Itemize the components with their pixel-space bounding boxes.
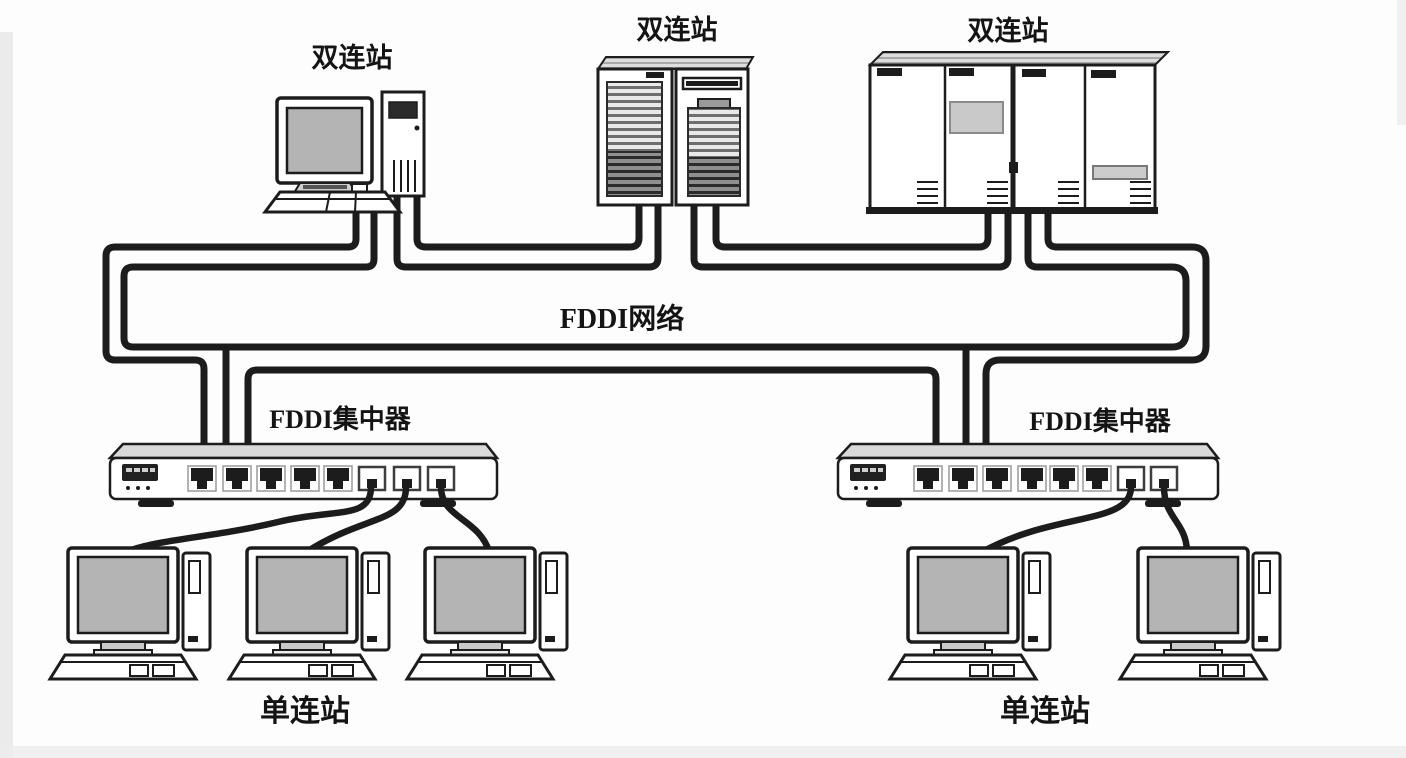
concentrator-left-led-panel — [122, 464, 158, 490]
ring-inner-servers-to-cabinets — [690, 203, 1012, 271]
drop-cable-3 — [437, 483, 493, 555]
servers-top-face — [596, 56, 755, 70]
label-concentrator-right: FDDI集中器 — [1029, 406, 1172, 436]
concentrator-left-top-face — [107, 442, 500, 460]
concentrator-right-top-face — [835, 442, 1221, 460]
single-station-pc-3 — [405, 546, 569, 681]
dual-station-workstation — [262, 90, 426, 214]
label-concentrator-left: FDDI集中器 — [269, 404, 412, 434]
cabinet-display-panel — [949, 101, 1004, 134]
label-dual-station-2: 双连站 — [637, 14, 718, 45]
ring-outer-left-segment — [102, 211, 360, 448]
single-station-pc-2 — [227, 546, 391, 681]
concentrator-right-led-panel — [850, 464, 886, 490]
single-station-pc-5 — [1118, 546, 1282, 681]
fddi-dual-ring — [102, 194, 1210, 448]
drop-cable-5 — [1160, 483, 1191, 555]
single-station-pc-1 — [48, 546, 212, 681]
drop-cable-1 — [125, 483, 375, 555]
scan-edge-left — [0, 32, 13, 758]
label-single-station-right: 单连站 — [1000, 695, 1090, 728]
server-left — [596, 67, 674, 207]
drop-cable-4 — [980, 483, 1135, 555]
label-single-station-left: 单连站 — [260, 695, 350, 728]
ring-outer-bottom-middle — [244, 366, 940, 448]
scan-edge-bottom — [0, 746, 1406, 758]
label-fddi-network: FDDI网络 — [560, 302, 684, 335]
cabinet-vents — [917, 181, 1151, 204]
workstation-tower — [380, 90, 426, 198]
cabinet-slot — [1092, 165, 1148, 180]
ring-outer-pc-to-servers — [413, 194, 643, 251]
concentrator-left — [107, 442, 500, 507]
dual-station-servers — [596, 56, 755, 207]
label-dual-station-1: 双连站 — [312, 42, 393, 73]
label-dual-station-3: 双连站 — [968, 15, 1049, 46]
cabinets-top-face — [867, 51, 1171, 66]
ring-inner-pc-to-servers — [393, 194, 662, 271]
cabinet-base — [866, 207, 1158, 214]
workstation-keyboard — [262, 190, 403, 214]
drop-cable-2 — [304, 483, 410, 555]
workstation-monitor — [275, 96, 374, 194]
ring-inner-main — [120, 211, 1190, 351]
scan-edge-right — [1397, 0, 1406, 125]
single-station-pc-4 — [888, 546, 1052, 681]
concentrator-right — [835, 442, 1221, 507]
ring-outer-servers-to-cabinets — [712, 203, 992, 251]
dual-station-cabinets — [866, 51, 1171, 214]
drop-cables — [125, 483, 1191, 555]
concentrator-right-ports — [913, 465, 1179, 492]
server-right — [674, 67, 750, 207]
ring-outer-right-uturn — [982, 213, 1210, 448]
